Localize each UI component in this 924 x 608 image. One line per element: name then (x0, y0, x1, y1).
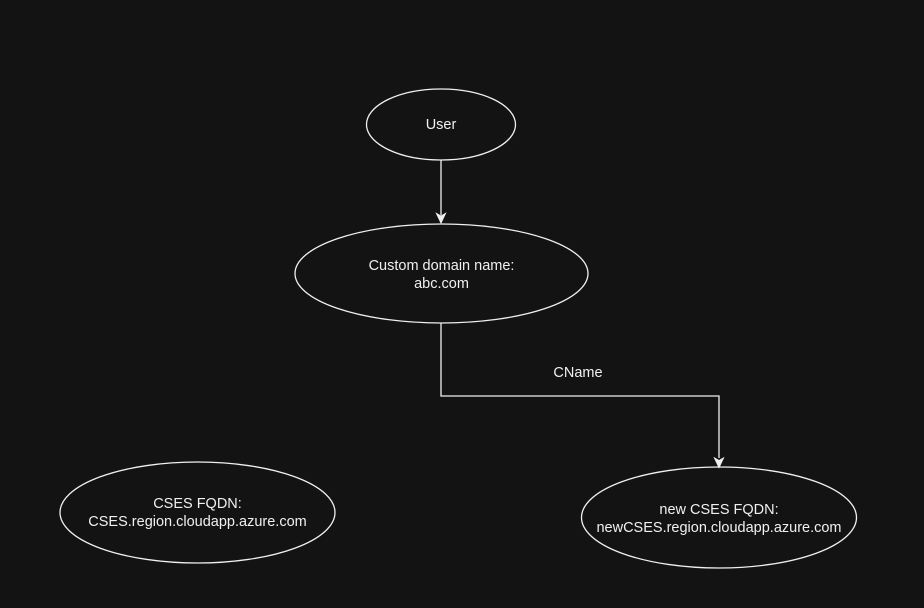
node-cses-fqdn-title: CSES FQDN: (153, 496, 242, 512)
node-custom-domain-title: Custom domain name: (369, 258, 515, 274)
node-custom-domain-ellipse (294, 223, 589, 324)
edge-user-to-domain (435, 160, 447, 225)
node-cses-fqdn[interactable]: CSES FQDN: CSES.region.cloudapp.azure.co… (59, 461, 336, 564)
node-custom-domain-value: abc.com (414, 276, 469, 292)
node-new-cses-fqdn-value: newCSES.region.cloudapp.azure.com (596, 520, 841, 536)
node-user[interactable]: User (365, 88, 517, 161)
node-cses-fqdn-value: CSES.region.cloudapp.azure.com (88, 514, 306, 530)
node-user-label: User (426, 117, 457, 133)
node-new-cses-fqdn[interactable]: new CSES FQDN: newCSES.region.cloudapp.a… (580, 466, 858, 569)
edge-cname-label: CName (553, 365, 602, 381)
edge-cname-line (440, 323, 720, 458)
node-new-cses-fqdn-ellipse (580, 466, 858, 569)
edge-domain-to-new-cses: CName (440, 323, 725, 469)
node-new-cses-fqdn-title: new CSES FQDN: (659, 502, 778, 518)
node-user-ellipse (365, 88, 517, 161)
arrow-head-icon (713, 456, 725, 469)
node-custom-domain[interactable]: Custom domain name: abc.com (294, 223, 589, 324)
arrow-head-icon (435, 212, 447, 225)
node-cses-fqdn-ellipse (59, 461, 336, 564)
